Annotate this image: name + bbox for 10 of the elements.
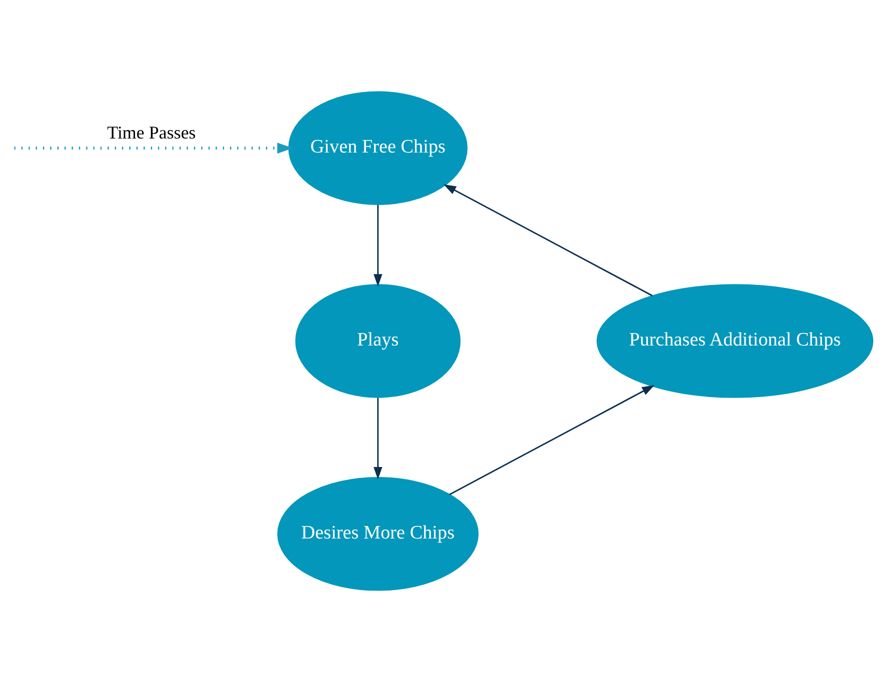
arrow — [374, 397, 382, 480]
edge-label: Time Passes — [107, 122, 196, 142]
arrow — [449, 384, 655, 495]
node-ellipse: Plays — [295, 284, 461, 398]
arrow — [444, 184, 653, 296]
node-ellipse: Purchases Additional Chips — [596, 284, 874, 398]
arrow — [14, 142, 293, 154]
node-ellipse: Given Free Chips — [288, 90, 468, 205]
node-ellipse: Desires More Chips — [277, 476, 479, 590]
arrow — [374, 204, 382, 286]
